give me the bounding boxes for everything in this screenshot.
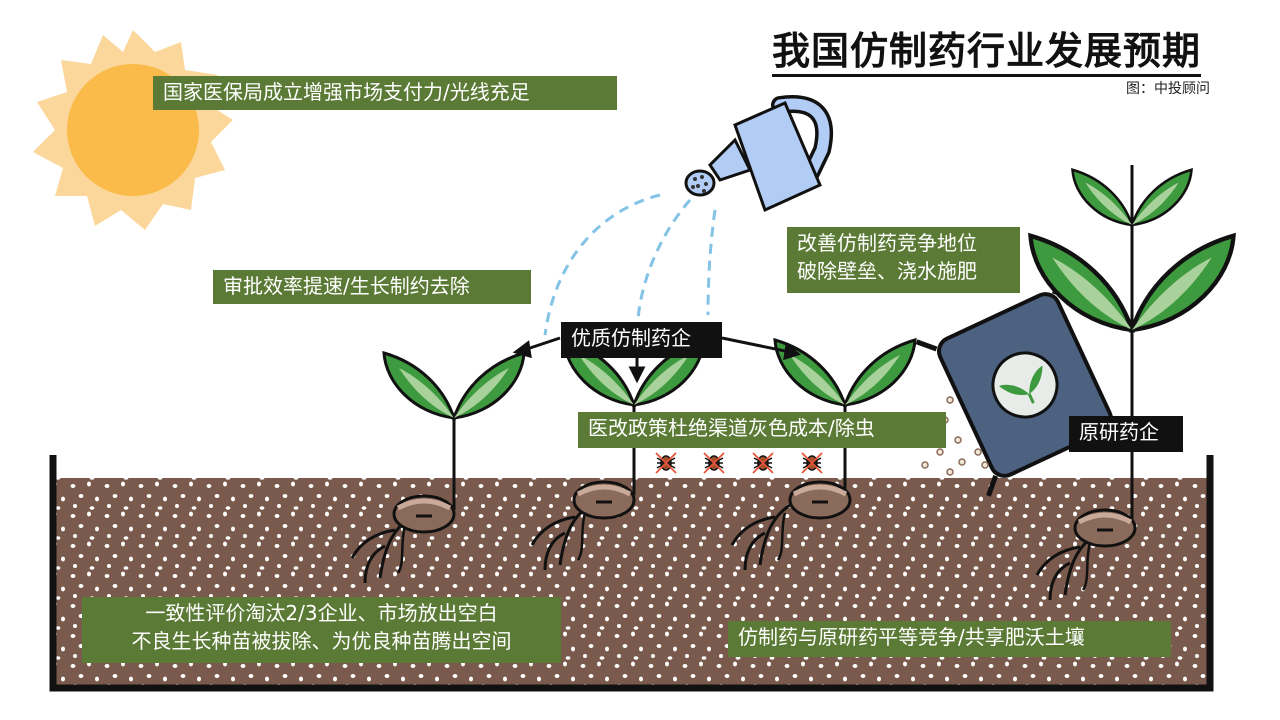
label-equal: 仿制药与原研药平等竞争/共享肥沃土壤 bbox=[728, 621, 1171, 657]
sun-icon bbox=[33, 30, 233, 230]
bug-icon bbox=[752, 452, 774, 474]
watering-can-icon bbox=[684, 95, 834, 213]
label-approval: 审批效率提速/生长制约去除 bbox=[213, 270, 531, 304]
label-policy: 医改政策杜绝渠道灰色成本/除虫 bbox=[578, 412, 946, 448]
arrows bbox=[512, 336, 802, 384]
label-consistency-line1: 一致性评价淘汰2/3企业、市场放出空白 bbox=[145, 601, 498, 625]
bug-icon bbox=[703, 452, 725, 474]
seedling-icon bbox=[350, 351, 526, 585]
label-consistency: 一致性评价淘汰2/3企业、市场放出空白 不良生长种苗被拔除、为优良种苗腾出空间 bbox=[82, 597, 561, 663]
water-streams bbox=[543, 193, 717, 336]
label-original: 原研药企 bbox=[1069, 416, 1183, 452]
label-improve: 改善仿制药竞争地位 破除壁垒、浇水施肥 bbox=[787, 227, 1020, 293]
plant-icon bbox=[1031, 165, 1234, 602]
label-consistency-line2: 不良生长种苗被拔除、为优良种苗腾出空间 bbox=[131, 629, 512, 653]
bug-icon bbox=[801, 452, 823, 474]
source-caption: 图：中投顾问 bbox=[1126, 81, 1210, 97]
label-improve-line2: 破除壁垒、浇水施肥 bbox=[797, 259, 977, 283]
label-quality: 优质仿制药企 bbox=[561, 322, 722, 358]
page-title: 我国仿制药行业发展预期 bbox=[772, 28, 1202, 77]
bug-icon bbox=[655, 452, 677, 474]
label-improve-line1: 改善仿制药竞争地位 bbox=[797, 231, 977, 255]
label-sun: 国家医保局成立增强市场支付力/光线充足 bbox=[153, 76, 617, 110]
